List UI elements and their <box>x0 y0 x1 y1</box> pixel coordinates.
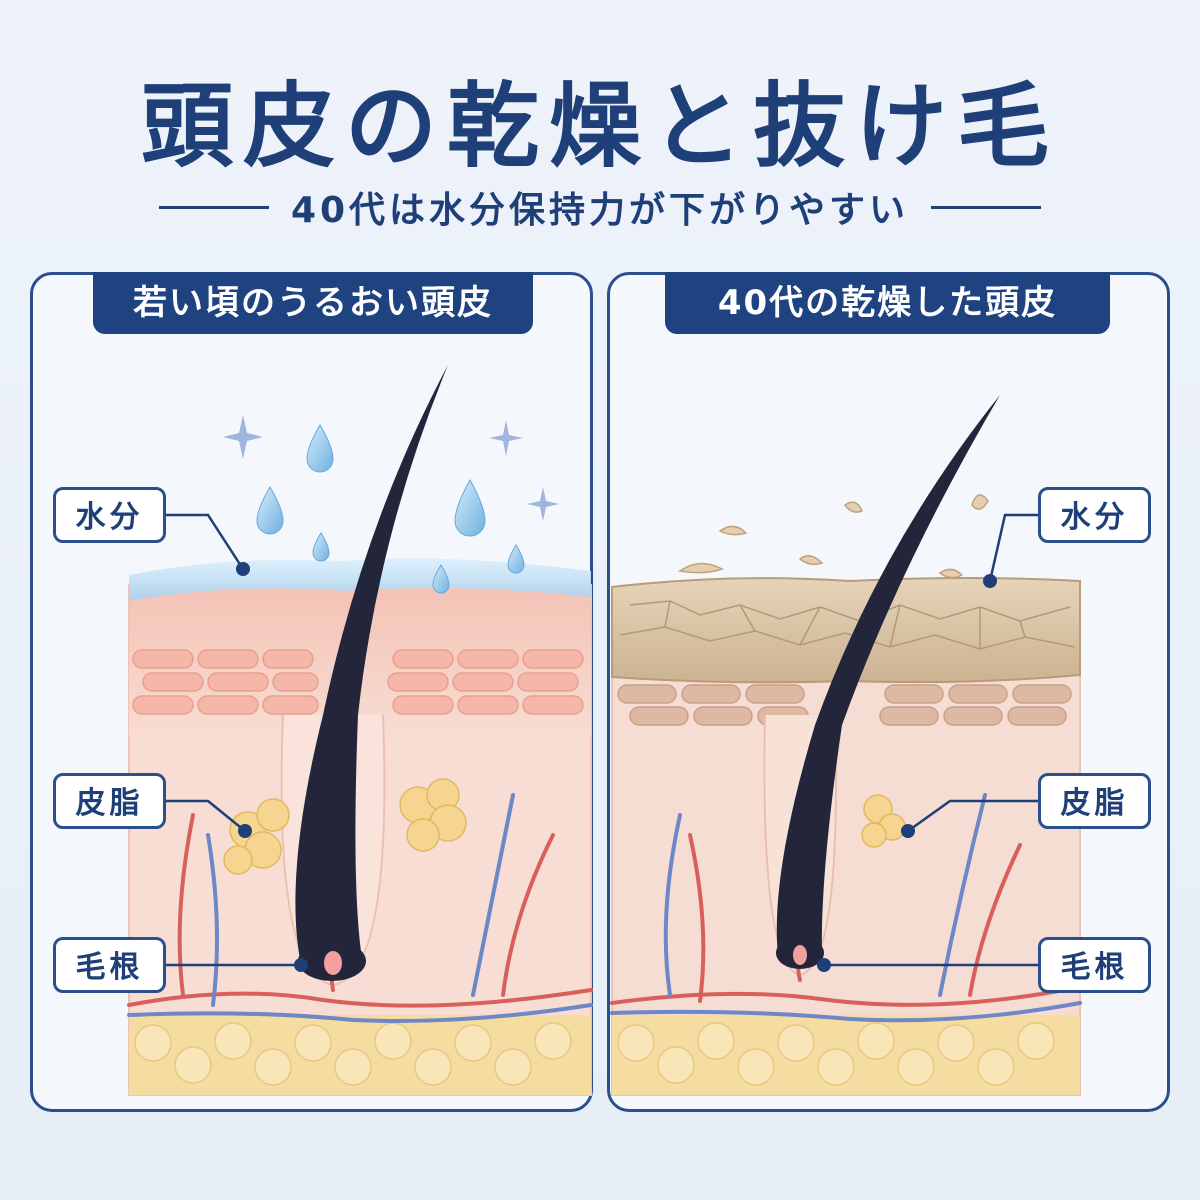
fat-cells <box>617 1022 1055 1086</box>
label-water-right: 水分 <box>1038 487 1151 543</box>
subtitle-line-right <box>931 205 1042 209</box>
panel-young-scalp: 若い頃のうるおい頭皮 水分 皮脂 毛根 <box>30 272 593 1112</box>
young-scalp-diagram <box>127 365 593 1096</box>
skin-flakes <box>678 494 989 579</box>
sebaceous-gland-left <box>223 798 290 875</box>
sebaceous-gland <box>861 794 906 848</box>
label-water-left: 水分 <box>53 487 166 543</box>
fat-cells <box>134 1022 572 1086</box>
connector-lines <box>824 513 1038 967</box>
dermal-papilla <box>793 945 807 965</box>
subtitle-line-left <box>158 205 269 209</box>
panel-young-header: 若い頃のうるおい頭皮 <box>93 272 533 334</box>
cracks <box>619 600 1076 650</box>
connector-lines <box>166 513 301 967</box>
subtitle: 40代は水分保持力が下がりやすい <box>290 190 910 231</box>
hair-shaft <box>776 395 1000 961</box>
panel-dry-scalp: 40代の乾燥した頭皮 水分 皮脂 毛根 <box>607 272 1170 1112</box>
hair-shaft <box>295 365 448 973</box>
sparkles <box>223 415 559 521</box>
label-sebum-left: 皮脂 <box>53 773 166 829</box>
sebaceous-gland-right <box>399 778 467 852</box>
dry-stratum <box>611 577 1081 684</box>
label-root-right: 毛根 <box>1038 937 1151 993</box>
connector-dots <box>817 574 997 972</box>
dry-scalp-diagram <box>610 395 1082 1096</box>
page-title: 頭皮の乾燥と抜け毛 <box>140 73 1059 180</box>
panel-dry-header: 40代の乾燥した頭皮 <box>665 272 1110 334</box>
label-root-left: 毛根 <box>53 937 166 993</box>
connector-dots <box>236 562 308 972</box>
subtitle-row: 40代は水分保持力が下がりやすい <box>0 182 1200 232</box>
dermal-papilla <box>324 951 342 975</box>
epidermis-cells <box>132 649 584 715</box>
label-sebum-right: 皮脂 <box>1038 773 1151 829</box>
water-droplets <box>256 424 525 594</box>
